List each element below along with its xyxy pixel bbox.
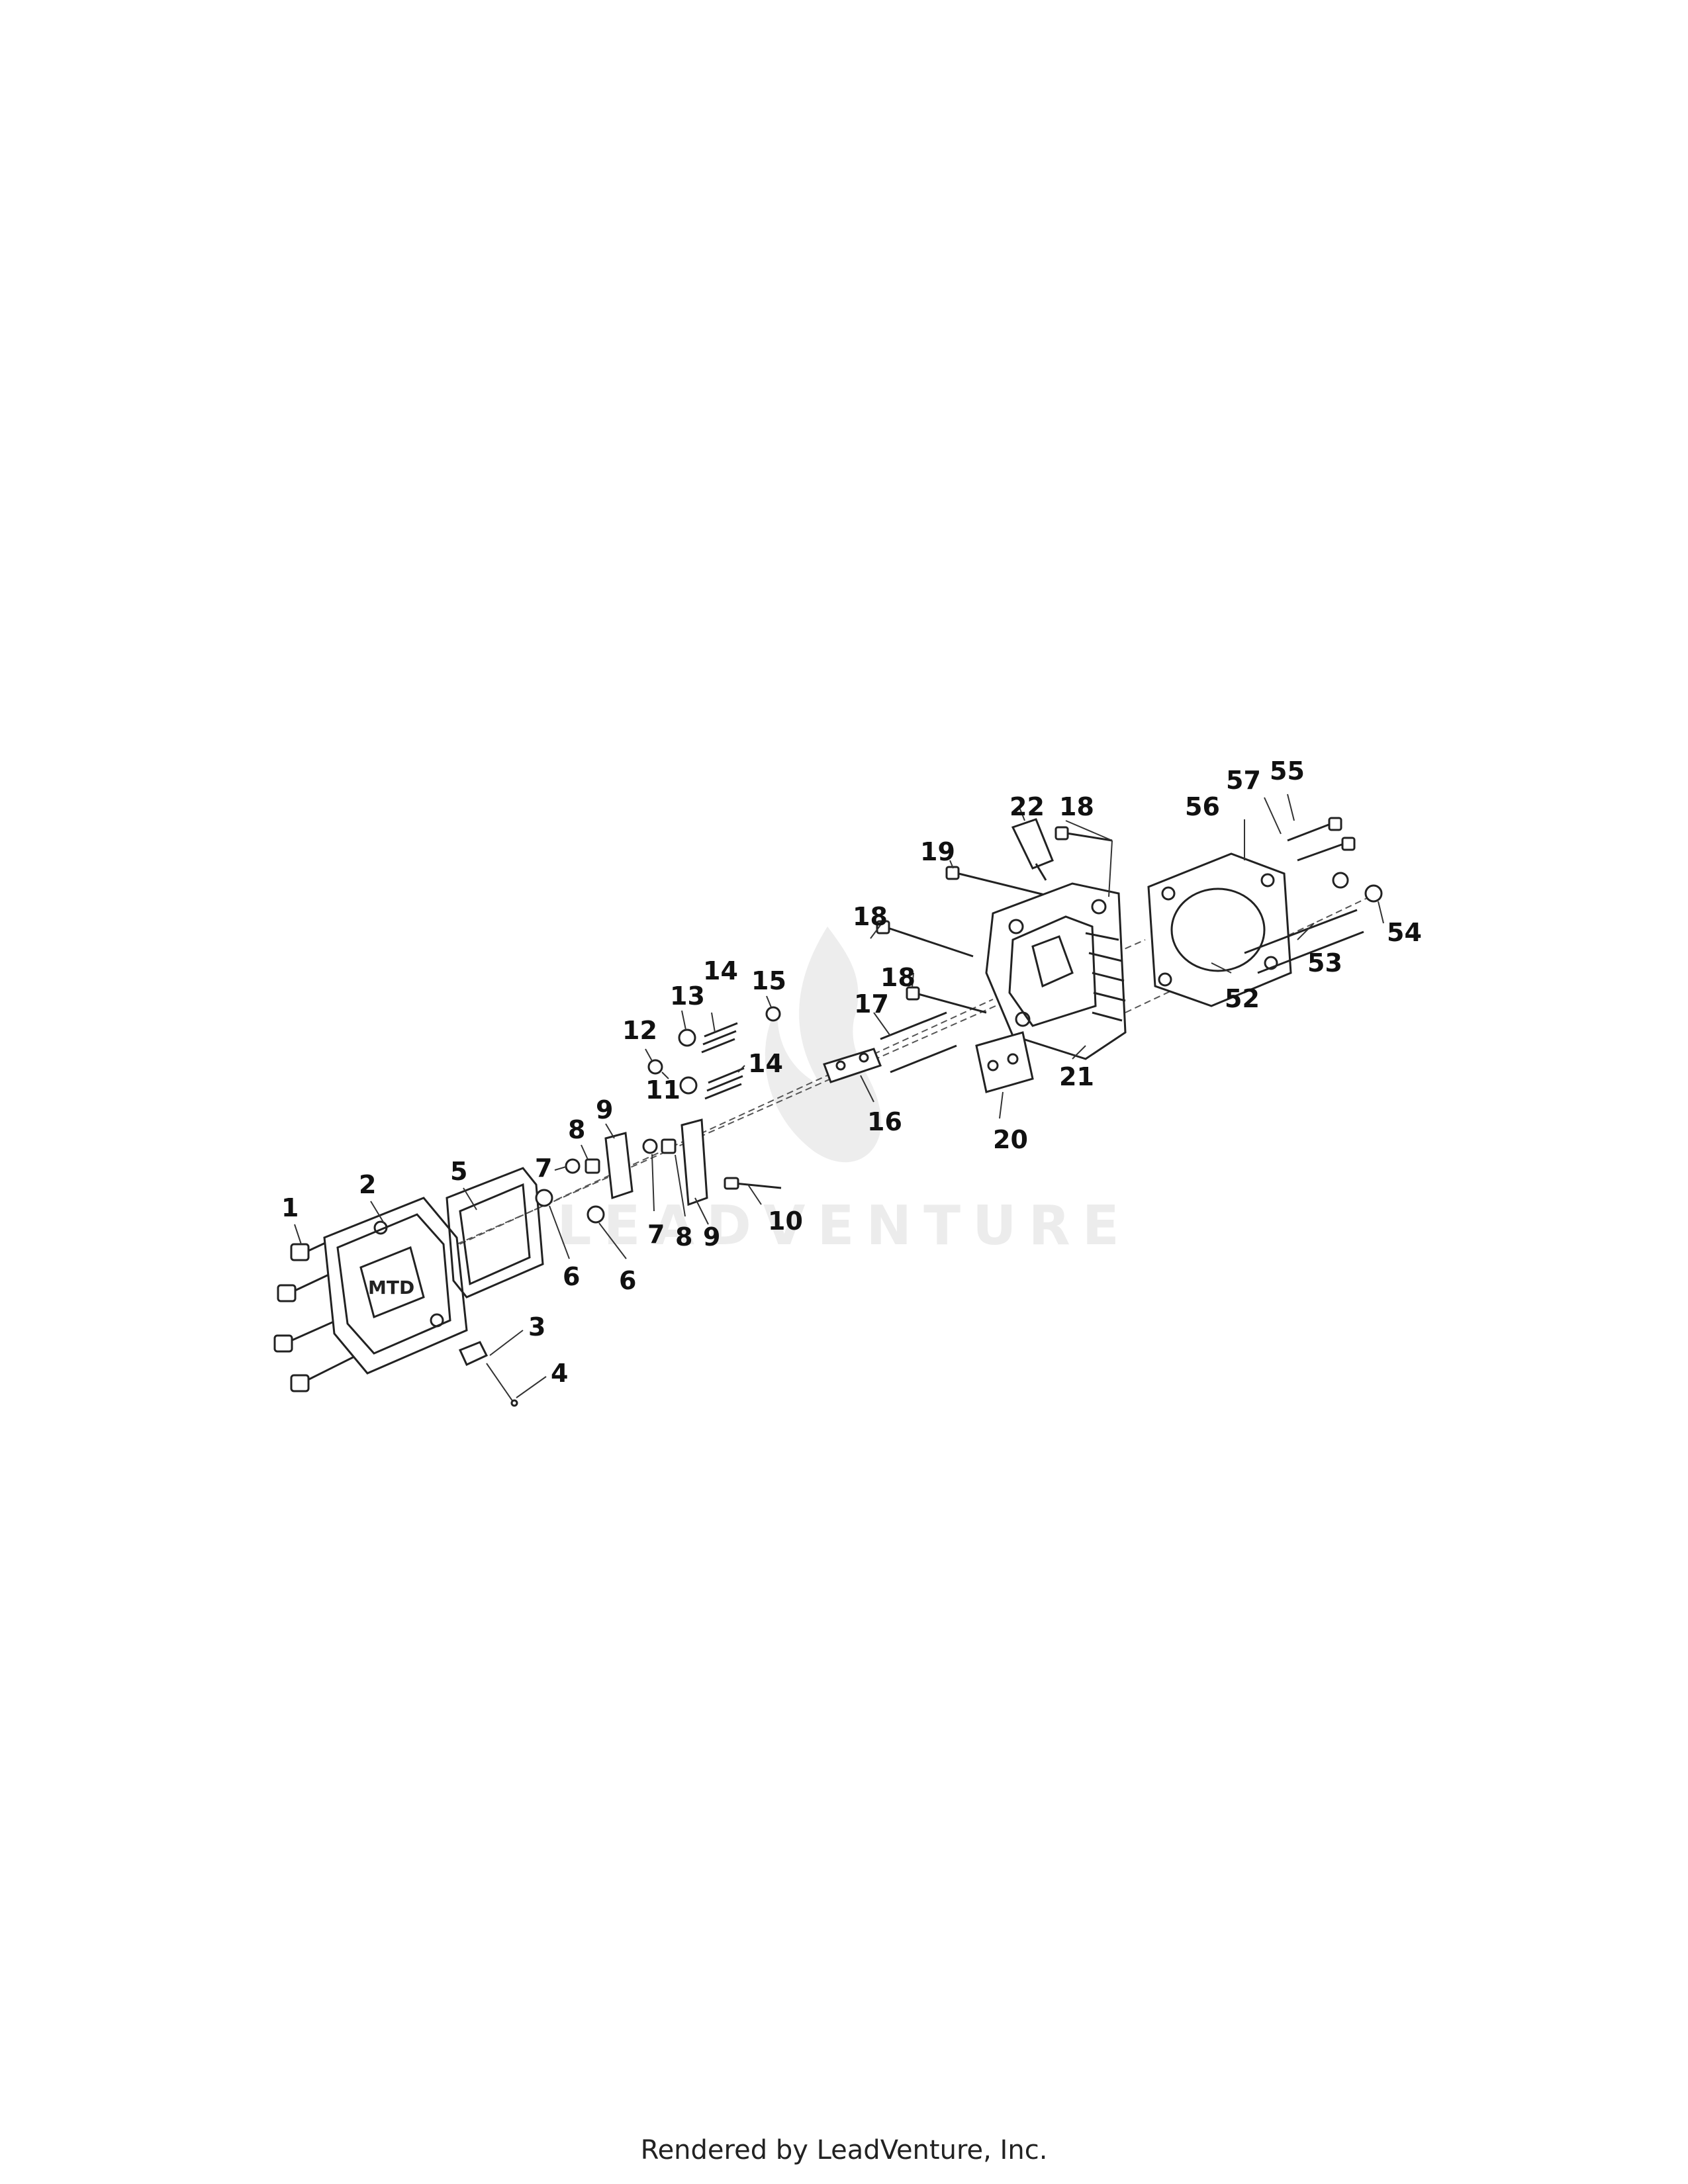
callout-54: 54 [1387,918,1422,947]
callout-55: 55 [1270,756,1305,786]
callout-15: 15 [751,966,786,995]
part-adjusters-7-8 [565,1138,677,1174]
part-cylinder-head-21 [985,882,1127,1060]
part-valve-cover: MTD [323,1197,468,1375]
callout-5: 5 [450,1157,467,1186]
callout-14a: 14 [703,956,738,985]
callout-13: 13 [670,981,705,1011]
callout-18c: 18 [1059,792,1094,821]
callout-11: 11 [645,1075,680,1105]
part-bolts-1 [273,1230,355,1392]
part-nuts-6 [535,1189,605,1224]
callout-6b: 6 [619,1266,636,1295]
callout-22: 22 [1009,792,1045,821]
callout-12: 12 [622,1016,657,1045]
part-valve-train-11-15 [647,1006,781,1100]
svg-text:MTD: MTD [368,1277,414,1298]
callout-19: 19 [920,837,955,866]
leader-lines [294,794,1384,1398]
part-gasket-5 [445,1167,544,1298]
part-rocker-arms-9 [604,1118,708,1206]
callout-17: 17 [854,989,889,1019]
callout-20: 20 [993,1125,1028,1154]
callout-10: 10 [768,1206,803,1236]
callout-56: 56 [1185,792,1220,821]
callout-9a: 9 [596,1095,613,1124]
callout-21: 21 [1059,1062,1094,1091]
callout-8a: 8 [568,1115,585,1144]
callout-53: 53 [1307,948,1342,978]
callout-7b: 7 [647,1220,665,1249]
callout-labels: 1 2 3 4 5 6 6 7 7 8 8 9 9 10 11 12 13 14… [281,756,1422,1388]
callout-7a: 7 [535,1154,552,1183]
footer-attribution: Rendered by LeadVenture, Inc. [640,2135,1048,2165]
callout-4: 4 [551,1359,568,1388]
watermark: LEADVENTURE [557,927,1131,1257]
callout-6a: 6 [563,1262,580,1291]
part-studs-17 [880,1011,957,1073]
callout-9b: 9 [703,1222,720,1251]
callout-18a: 18 [853,902,888,931]
callout-18b: 18 [880,963,915,992]
part-breather-3-4 [458,1341,518,1407]
part-spark-plug-22 [1011,818,1054,881]
part-guide-plate-16 [823,1048,882,1083]
part-fasteners-53-57 [1244,817,1383,974]
part-head-gasket-52 [1147,852,1292,1007]
callout-14b: 14 [748,1049,783,1078]
callout-52: 52 [1225,984,1260,1013]
callout-16: 16 [867,1107,902,1136]
part-head-bolts-18-19 [876,826,1113,1014]
callout-3: 3 [528,1312,545,1342]
callout-57: 57 [1226,766,1261,795]
part-plate-20 [975,1031,1034,1093]
callout-2: 2 [359,1170,376,1199]
part-push-rod-10 [724,1177,782,1190]
watermark-text: LEADVENTURE [557,1195,1131,1257]
callout-1: 1 [281,1193,299,1222]
callout-8b: 8 [675,1222,692,1251]
